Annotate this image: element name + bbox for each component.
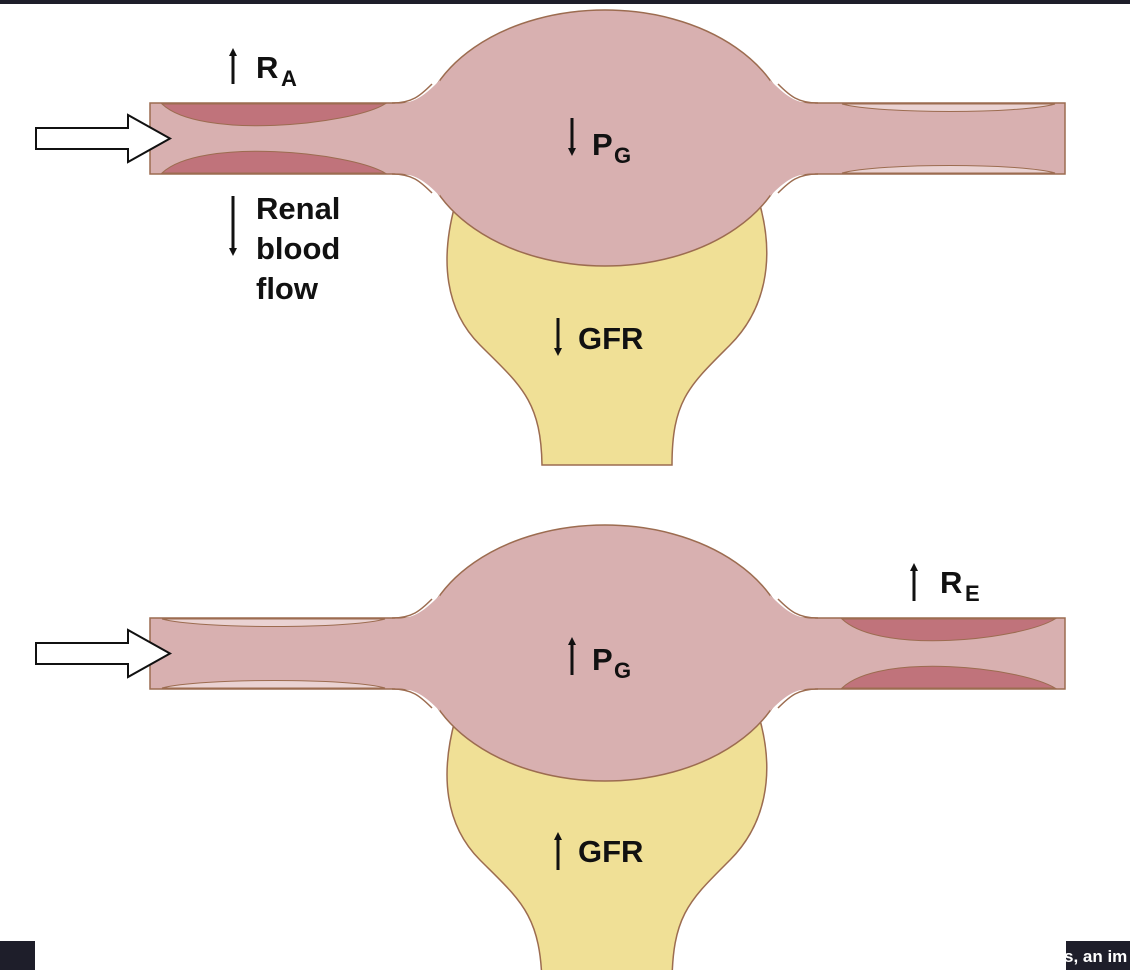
- blood-flow-arrow-icon: [35, 628, 173, 679]
- resistance-subscript: E: [965, 581, 980, 606]
- panel-afferent-constriction: R A P G Renal blood flow GFR: [35, 9, 1066, 466]
- bowman-capsule: [446, 204, 768, 466]
- resistance-label: R: [256, 50, 278, 85]
- gfr-label: GFR: [578, 834, 643, 869]
- afferent-constriction-upper: [160, 103, 387, 127]
- efferent-wall-lower: [841, 165, 1056, 174]
- resistance-label: R: [940, 565, 962, 600]
- afferent-wall-upper: [161, 618, 386, 627]
- resistance-subscript: A: [281, 66, 297, 91]
- efferent-constriction-upper: [840, 618, 1057, 642]
- efferent-wall-upper: [841, 103, 1056, 112]
- pressure-label: P: [592, 642, 613, 677]
- panel-efferent-constriction: R E P G GFR: [35, 524, 1066, 970]
- bottom-left-overlay: [0, 941, 35, 970]
- gfr-label: GFR: [578, 321, 643, 356]
- top-bar: [0, 0, 1130, 4]
- efferent-constriction-lower: [840, 665, 1057, 689]
- caption-overlay: s, an im: [1066, 941, 1130, 970]
- blood-flow-arrow-icon: [35, 113, 173, 164]
- pressure-subscript: G: [614, 143, 631, 168]
- pressure-subscript: G: [614, 658, 631, 683]
- afferent-constriction-lower: [160, 150, 387, 174]
- renal-blood-flow-line-1: Renal: [256, 191, 340, 226]
- pressure-label: P: [592, 127, 613, 162]
- renal-blood-flow-line-3: flow: [256, 271, 319, 306]
- afferent-wall-lower: [161, 680, 386, 689]
- renal-blood-flow-line-2: blood: [256, 231, 340, 266]
- bowman-capsule: [446, 719, 768, 970]
